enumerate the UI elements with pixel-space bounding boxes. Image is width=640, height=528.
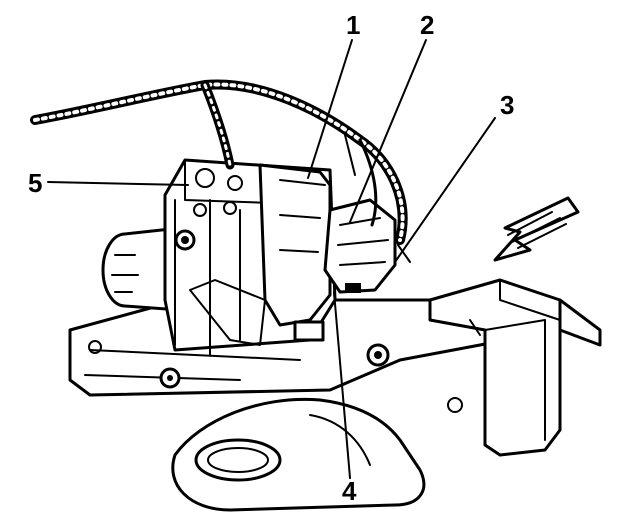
callout-4: 4 xyxy=(342,476,357,506)
wiring-harness xyxy=(30,79,411,263)
callout-2: 2 xyxy=(420,10,434,40)
electronic-brake-control-module xyxy=(258,163,332,342)
direction-arrow-icon xyxy=(493,196,580,262)
mounting-bolts xyxy=(159,343,390,389)
callout-1: 1 xyxy=(346,10,360,40)
callout-5: 5 xyxy=(28,168,42,198)
electrical-connector xyxy=(323,198,397,294)
callout-3: 3 xyxy=(500,90,514,120)
crossmember-bracket xyxy=(171,397,426,512)
u-channel-bracket xyxy=(428,278,562,457)
leader-lines xyxy=(47,39,496,479)
